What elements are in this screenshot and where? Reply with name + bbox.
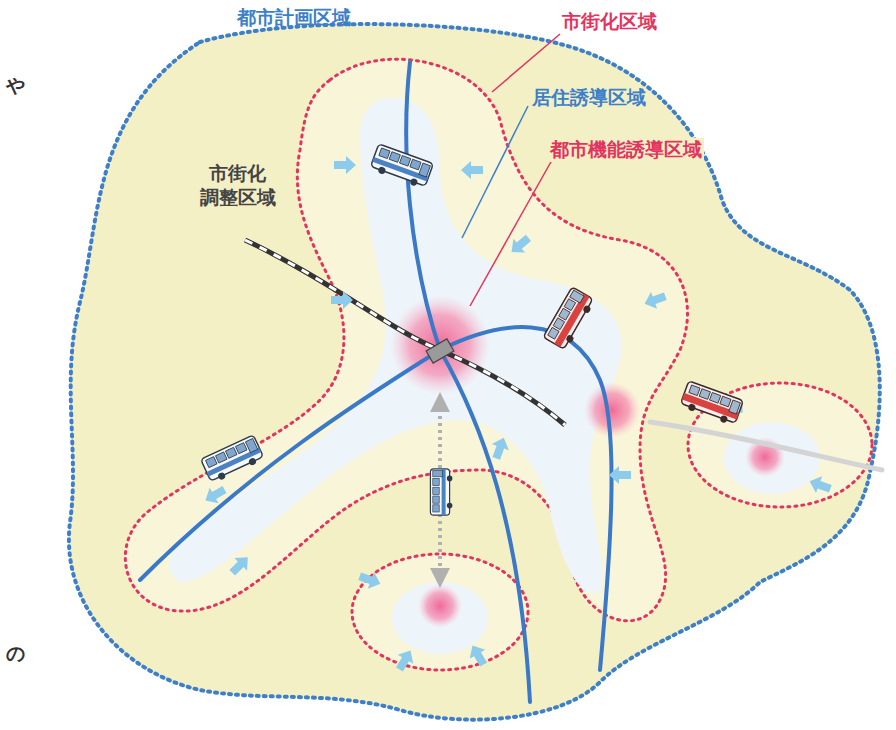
urbanization-area: [125, 59, 872, 670]
urbanization-area-label: 市街化区域: [562, 10, 657, 34]
planning-area: [69, 24, 880, 720]
planning-area-label: 都市計画区域: [237, 6, 351, 30]
urban-function-area: [390, 295, 785, 628]
margin-fragment: の: [6, 642, 25, 666]
margin-fragment: や: [6, 74, 25, 98]
station-symbol: [426, 339, 454, 363]
bus-icons: [201, 144, 744, 515]
residential-area-label: 居住誘導区域: [532, 86, 646, 110]
inward-arrows: [201, 156, 833, 674]
railway-line: [245, 240, 565, 425]
residential-area: [170, 98, 820, 654]
leader-lines: [462, 34, 560, 306]
adjustment-area-label: 市街化 調整区域: [190, 162, 285, 210]
road-lines: [140, 62, 882, 702]
urban-function-area-label: 都市機能誘導区域: [548, 138, 704, 162]
